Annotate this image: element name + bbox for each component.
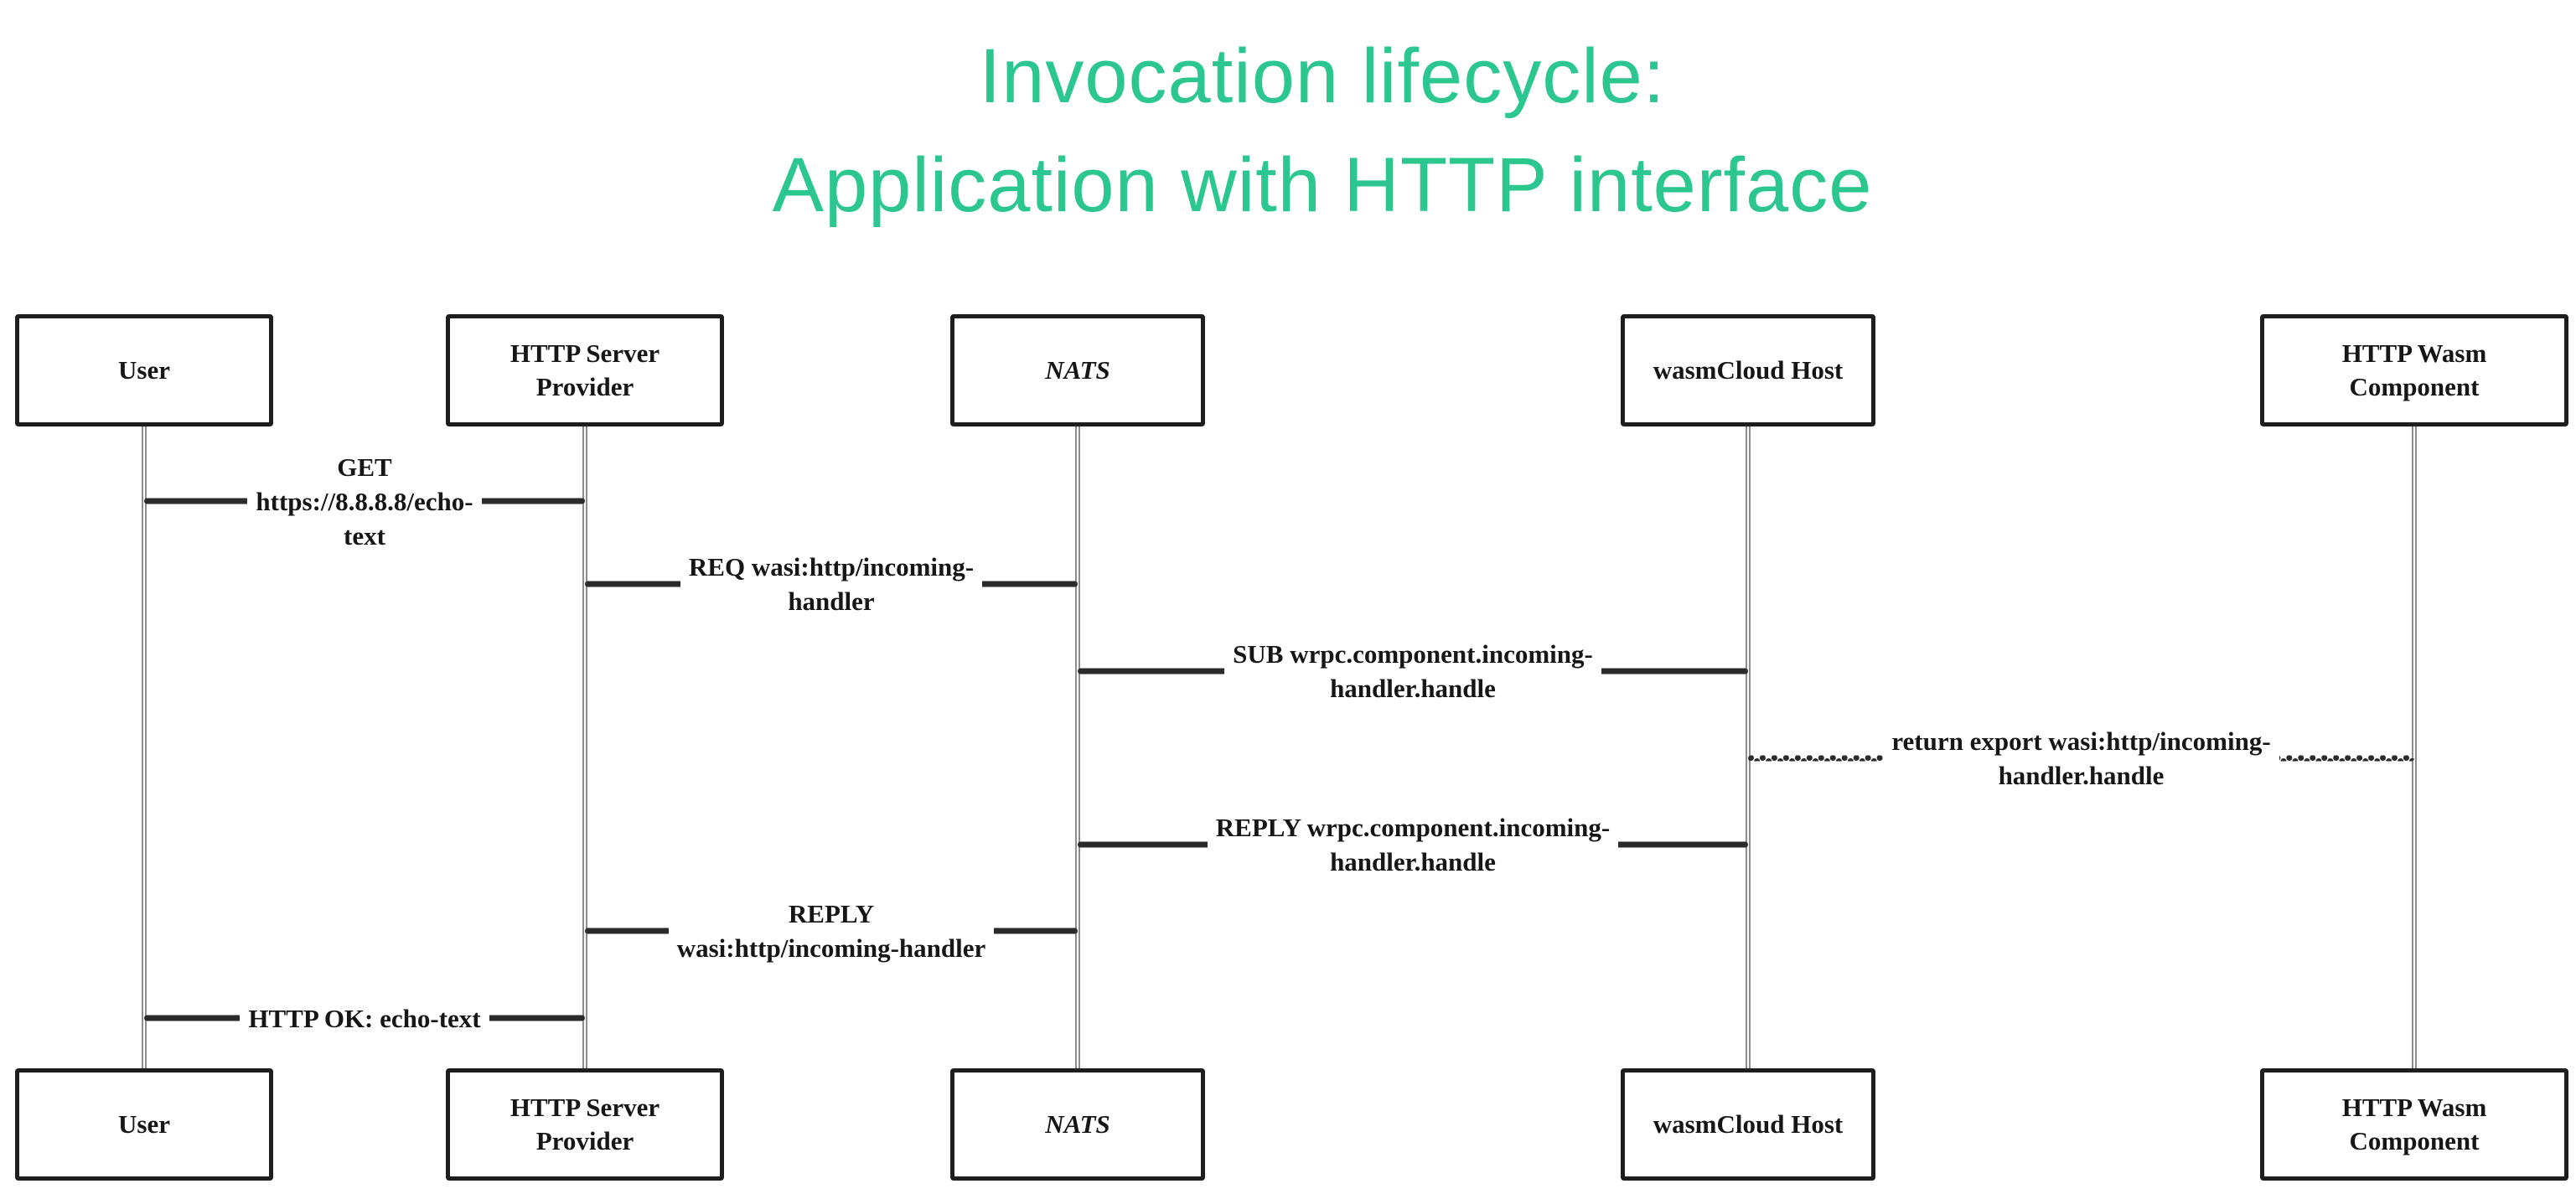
message-label: REPLY wasi:http/incoming-handler [668,895,995,967]
message-reply-wrpc-component-incoming-handler: REPLY wrpc.component.incoming- handler.h… [1078,782,1748,907]
participant-box-wasmcloud-host-bottom: wasmCloud Host [1621,1068,1875,1181]
participant-label: HTTP Server Provider [510,339,660,401]
message-reply-wasi-http-incoming-handler: REPLY wasi:http/incoming-handler [585,868,1078,994]
message-sub-wrpc-component-incoming-handler: SUB wrpc.component.incoming- handler.han… [1078,608,1748,734]
participant-box-http-server-provider-bottom: HTTP Server Provider [446,1068,724,1181]
message-label: REPLY wrpc.component.incoming- handler.h… [1207,809,1619,881]
participant-box-nats-top: NATS [950,314,1205,426]
lifeline-http-server-provider [582,426,587,1068]
participant-label: HTTP Server Provider [510,1093,660,1155]
participant-label: HTTP Wasm Component [2341,339,2487,401]
participant-box-http-wasm-component-top: HTTP Wasm Component [2260,314,2568,426]
participant-label: HTTP Wasm Component [2341,1093,2487,1155]
lifeline-wasmcloud-host [1746,426,1751,1068]
lifeline-user [142,426,147,1068]
participant-box-wasmcloud-host-top: wasmCloud Host [1621,314,1875,426]
diagram-title: Invocation lifecycle: Application with H… [772,34,1873,228]
participant-label: NATS [1045,355,1110,385]
message-http-get-request: GET https://8.8.8.8/echo- text [144,438,585,564]
message-http-ok-echo-text: HTTP OK: echo-text [144,955,585,1081]
participant-label: User [118,355,170,385]
message-label: HTTP OK: echo-text [240,999,489,1037]
participant-label: wasmCloud Host [1653,1109,1844,1139]
participant-box-http-wasm-component-bottom: HTTP Wasm Component [2260,1068,2568,1181]
message-label: SUB wrpc.component.incoming- handler.han… [1224,635,1601,707]
participant-box-http-server-provider-top: HTTP Server Provider [446,314,724,426]
lifeline-http-wasm-component [2412,426,2417,1068]
participant-box-user-top: User [15,314,273,426]
participant-label: User [118,1109,170,1139]
message-label: return export wasi:http/incoming- handle… [1883,722,2279,794]
participant-box-nats-bottom: NATS [950,1068,1205,1181]
participant-label: wasmCloud Host [1653,355,1844,385]
message-label: GET https://8.8.8.8/echo- text [247,447,482,555]
message-label: REQ wasi:http/incoming- handler [680,548,983,620]
participant-label: NATS [1045,1109,1110,1139]
participant-box-user-bottom: User [15,1068,273,1181]
message-return-export-wasi-http-incoming-handler: return export wasi:http/incoming- handle… [1748,695,2414,821]
message-req-wasi-http-incoming-handler: REQ wasi:http/incoming- handler [585,521,1078,647]
lifeline-nats [1075,426,1080,1068]
